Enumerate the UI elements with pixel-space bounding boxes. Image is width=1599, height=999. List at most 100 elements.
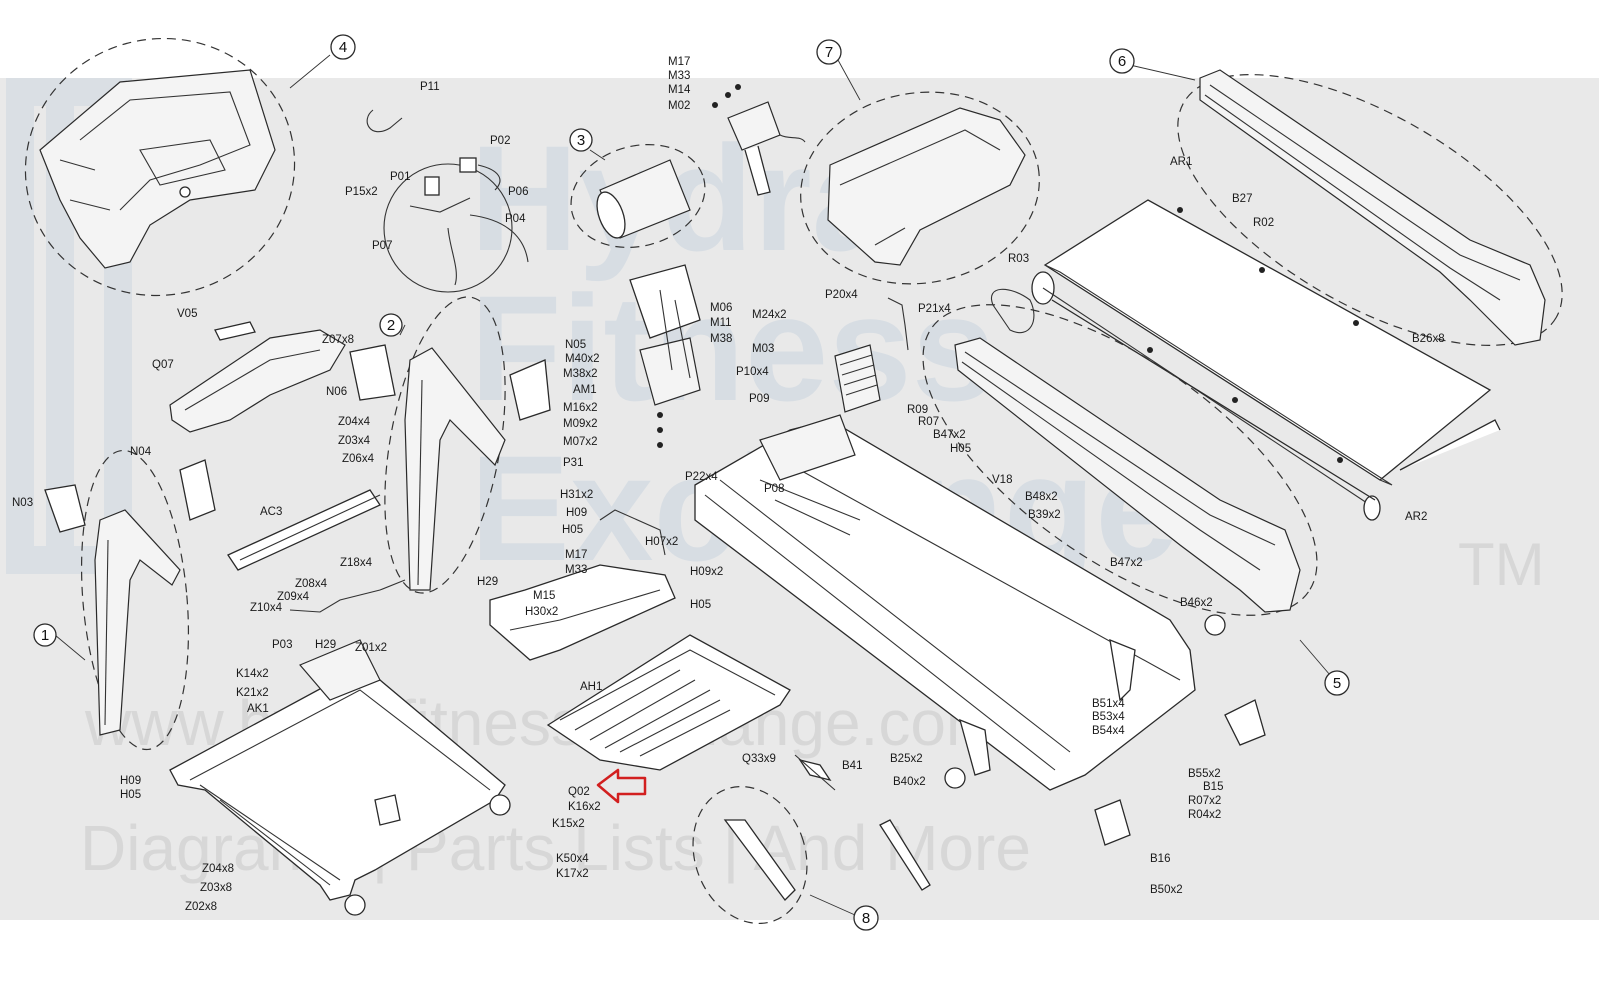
label-h05-mid: H05	[562, 524, 583, 536]
label-h31x2: H31x2	[560, 489, 593, 501]
label-ar2: AR2	[1405, 511, 1427, 523]
label-b51x4: B51x4	[1092, 698, 1125, 710]
assembly-3-motor	[569, 128, 706, 249]
label-b16: B16	[1150, 853, 1170, 865]
label-k21x2: K21x2	[236, 687, 269, 699]
label-n06: N06	[326, 386, 347, 398]
label-b46x2: B46x2	[1180, 597, 1213, 609]
label-b15: B15	[1203, 781, 1223, 793]
label-z04x8: Z04x8	[202, 863, 234, 875]
label-z04x4: Z04x4	[338, 416, 371, 428]
assembly-number-6: 6	[1118, 53, 1126, 70]
label-q07: Q07	[152, 359, 174, 371]
label-p10x4: P10x4	[736, 366, 769, 378]
label-b40x2: B40x2	[893, 776, 926, 788]
bracket-b16	[1094, 799, 1131, 846]
lift-motor	[712, 84, 806, 196]
label-p08: P08	[764, 483, 784, 495]
label-k50x4: K50x4	[556, 853, 589, 865]
rod-part	[879, 819, 931, 891]
label-b54x4: B54x4	[1092, 725, 1125, 737]
label-z10x4: Z10x4	[250, 602, 283, 614]
label-b27: B27	[1232, 193, 1252, 205]
label-q33x9: Q33x9	[742, 753, 776, 765]
label-m07x2: M07x2	[563, 436, 598, 448]
motor-pan	[546, 634, 791, 771]
cable-p03	[289, 579, 406, 613]
label-p22x4: P22x4	[685, 471, 718, 483]
bracket-n05	[509, 359, 551, 421]
label-m02: M02	[668, 100, 690, 112]
label-k17x2: K17x2	[556, 868, 589, 880]
label-v18: V18	[992, 474, 1012, 486]
assembly-1-left-upright	[33, 449, 190, 751]
label-m24x2: M24x2	[752, 309, 787, 321]
watermark-tm: TM	[1458, 531, 1545, 598]
bracket-n04	[179, 459, 216, 521]
label-p07: P07	[372, 240, 392, 252]
label-h07x2: H07x2	[645, 536, 678, 548]
label-p15x2: P15x2	[345, 186, 378, 198]
bracket-n03	[44, 484, 86, 533]
label-p02: P02	[490, 135, 510, 147]
base-frame	[169, 639, 511, 916]
watermark-tagline: Diagrams | Parts Lists | And More	[80, 812, 1031, 884]
assembly-2-right-upright	[379, 296, 506, 594]
label-m40x2: M40x2	[565, 353, 600, 365]
label-h05-bottom: H05	[120, 789, 141, 801]
label-b47x2-top: B47x2	[933, 429, 966, 441]
assembly-number-4: 4	[339, 39, 347, 56]
label-b50x2: B50x2	[1150, 884, 1183, 896]
label-r07: R07	[918, 416, 939, 428]
assembly-number-5: 5	[1333, 675, 1341, 692]
assembly-number-8: 8	[862, 910, 870, 927]
label-b25x2: B25x2	[890, 753, 923, 765]
assembly-number-3: 3	[577, 132, 585, 149]
label-ak1: AK1	[247, 703, 269, 715]
controller-board	[834, 297, 909, 413]
label-p11: P11	[420, 81, 440, 93]
label-p09: P09	[749, 393, 769, 405]
shaft-line	[794, 754, 836, 791]
label-m03: M03	[752, 343, 774, 355]
label-p04: P04	[505, 213, 526, 225]
label-h30x2: H30x2	[525, 606, 558, 618]
label-m16x2: M16x2	[563, 402, 598, 414]
label-z07x8: Z07x8	[322, 334, 354, 346]
label-h29-bottom: H29	[315, 639, 336, 651]
assembly-5-left-rail	[922, 304, 1350, 696]
label-h09-mid: H09	[566, 507, 587, 519]
label-m09x2: M09x2	[563, 418, 598, 430]
assembly-8-feet	[692, 785, 879, 931]
label-r07x2: R07x2	[1188, 795, 1221, 807]
label-r04x2: R04x2	[1188, 809, 1221, 821]
label-h09x2: H09x2	[690, 566, 723, 578]
label-r03: R03	[1008, 253, 1029, 265]
shaft-b41	[798, 758, 832, 782]
label-p21x4: P21x4	[918, 303, 951, 315]
label-h29-top: H29	[477, 576, 498, 588]
label-z01x2: Z01x2	[355, 642, 387, 654]
lift-bracket	[629, 264, 701, 448]
label-h09-bottom: H09	[120, 775, 141, 787]
label-m33-top: M33	[668, 70, 690, 82]
label-z02x8: Z02x8	[185, 901, 217, 913]
label-m14: M14	[668, 84, 691, 96]
label-b47x2-bottom: B47x2	[1110, 557, 1143, 569]
label-m06: M06	[710, 302, 732, 314]
assembly-6-right-rail	[1109, 48, 1563, 346]
part-labels: 4 3 7 6 2 1 5 8 P11 P02 P01 P06 P15x2 P0…	[12, 39, 1445, 927]
callout-arrow-icon	[596, 768, 647, 804]
assembly-number-2: 2	[387, 317, 395, 334]
label-m33-mid: M33	[565, 564, 587, 576]
label-k15x2: K15x2	[552, 818, 585, 830]
label-b53x4: B53x4	[1092, 711, 1125, 723]
label-ar1: AR1	[1170, 156, 1192, 168]
label-b41: B41	[842, 760, 862, 772]
label-ac3: AC3	[260, 506, 282, 518]
label-n04: N04	[130, 446, 152, 458]
accessory-tray	[169, 321, 346, 433]
assembly-4-console	[24, 34, 356, 297]
label-v05: V05	[177, 308, 197, 320]
